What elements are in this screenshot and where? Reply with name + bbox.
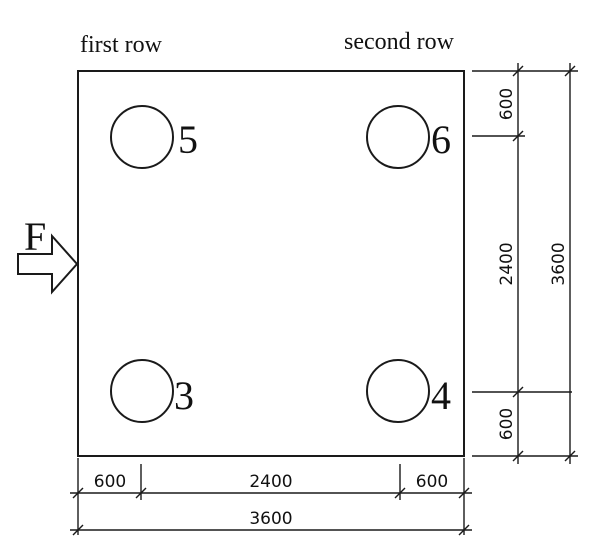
pile-label: 3 bbox=[174, 373, 194, 418]
arrow-icon bbox=[17, 233, 79, 295]
right-dimension-chain bbox=[472, 63, 578, 464]
right-dim-2400: 2400 bbox=[497, 242, 517, 285]
pile-cap-outline bbox=[77, 70, 465, 457]
pile-circle bbox=[366, 359, 430, 423]
pile-3: 3 bbox=[110, 359, 194, 423]
force-arrow: F bbox=[17, 214, 79, 295]
pile-label: 6 bbox=[431, 117, 451, 162]
bottom-dim-3600: 3600 bbox=[249, 509, 292, 529]
bottom-dim-600-left: 600 bbox=[94, 472, 126, 492]
pile-circle bbox=[110, 105, 174, 169]
right-dim-3600: 3600 bbox=[549, 242, 569, 285]
force-label: F bbox=[24, 214, 46, 259]
right-dim-600-bottom: 600 bbox=[497, 408, 517, 440]
pile-label: 5 bbox=[178, 117, 198, 162]
pile-6: 6 bbox=[366, 105, 451, 169]
bottom-dim-600-right: 600 bbox=[416, 472, 448, 492]
second-row-label: second row bbox=[344, 29, 455, 55]
bottom-dim-2400: 2400 bbox=[249, 472, 292, 492]
pile-circle bbox=[366, 105, 430, 169]
pile-5: 5 bbox=[110, 105, 198, 169]
pile-circle bbox=[110, 359, 174, 423]
pile-4: 4 bbox=[366, 359, 451, 423]
pile-label: 4 bbox=[431, 373, 451, 418]
bottom-dimension-chain bbox=[70, 458, 472, 536]
right-dim-600-top: 600 bbox=[497, 88, 517, 120]
first-row-label: first row bbox=[80, 32, 163, 58]
